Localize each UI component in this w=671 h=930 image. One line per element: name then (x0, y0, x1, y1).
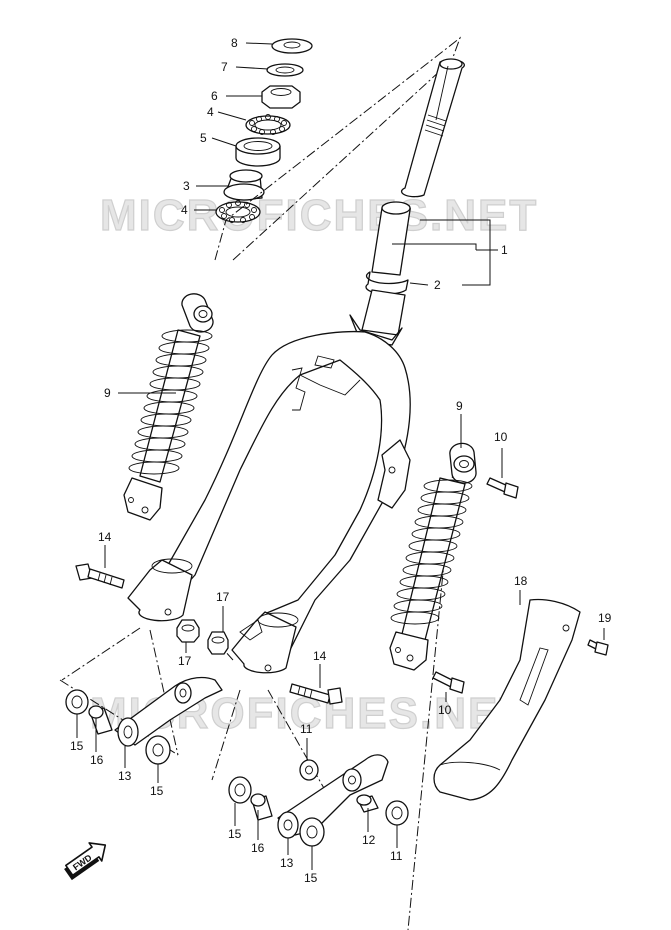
callout-19: 19 (598, 611, 612, 625)
callout-6: 6 (211, 89, 218, 103)
callout-15-c: 15 (228, 827, 242, 841)
bolt-14-right (289, 683, 343, 705)
callout-2: 2 (434, 278, 441, 292)
bolt-10-top (486, 477, 519, 499)
callout-3: 3 (183, 179, 190, 193)
shock-absorber-right-9 (389, 442, 477, 671)
fwd-arrow-icon: FWD (64, 842, 107, 881)
bolt-19 (587, 639, 609, 656)
bolt-10-bottom (432, 671, 465, 694)
leader-lines (76, 42, 605, 870)
steering-stem-upper (400, 58, 465, 198)
callout-14-right: 14 (313, 649, 327, 663)
fork-cover-18 (433, 598, 581, 801)
callout-7: 7 (221, 60, 228, 74)
callout-10-bottom: 10 (438, 703, 452, 717)
front-fork-assembly-1 (127, 201, 411, 674)
callout-13-left: 13 (118, 769, 132, 783)
right-link-assembly (228, 754, 409, 847)
ball-bearing-lower-4 (215, 200, 261, 223)
lock-washer-7 (266, 63, 304, 77)
callout-4-upper: 4 (207, 105, 214, 119)
callout-15-a: 15 (70, 739, 84, 753)
callout-18: 18 (514, 574, 528, 588)
lower-race-3 (223, 169, 265, 201)
callout-10-top: 10 (494, 430, 508, 444)
callout-1: 1 (501, 243, 508, 257)
callout-4-lower: 4 (181, 203, 188, 217)
callout-17-right: 17 (216, 590, 230, 604)
ball-bearing-upper-4 (245, 114, 291, 135)
nut-17-right (207, 631, 229, 655)
watermark-top: MICROFICHES.NET (100, 191, 538, 240)
callout-12: 12 (362, 833, 376, 847)
callout-labels: 8 7 6 4 5 3 4 1 2 9 9 10 14 18 17 19 17 … (70, 36, 612, 885)
callout-13-right: 13 (280, 856, 294, 870)
nut-17-left (176, 619, 200, 643)
callout-11-upper: 11 (300, 722, 313, 736)
callout-16-left: 16 (90, 753, 104, 767)
callout-16-right: 16 (251, 841, 265, 855)
callout-8: 8 (231, 36, 238, 50)
callout-9-right: 9 (456, 399, 463, 413)
callout-11-lower: 11 (390, 849, 403, 863)
left-link-assembly (65, 676, 223, 765)
callout-17-left: 17 (178, 654, 192, 668)
callout-14-left: 14 (98, 530, 112, 544)
bolt-14-left (75, 563, 125, 589)
steering-stem-nut-8 (271, 38, 313, 54)
callout-5: 5 (200, 131, 207, 145)
upper-race-5 (235, 137, 281, 167)
shock-absorber-left-9 (123, 293, 214, 521)
callout-9-left: 9 (104, 386, 111, 400)
head-nut-6 (261, 85, 301, 109)
callout-15-b: 15 (150, 784, 164, 798)
callout-15-d: 15 (304, 871, 318, 885)
